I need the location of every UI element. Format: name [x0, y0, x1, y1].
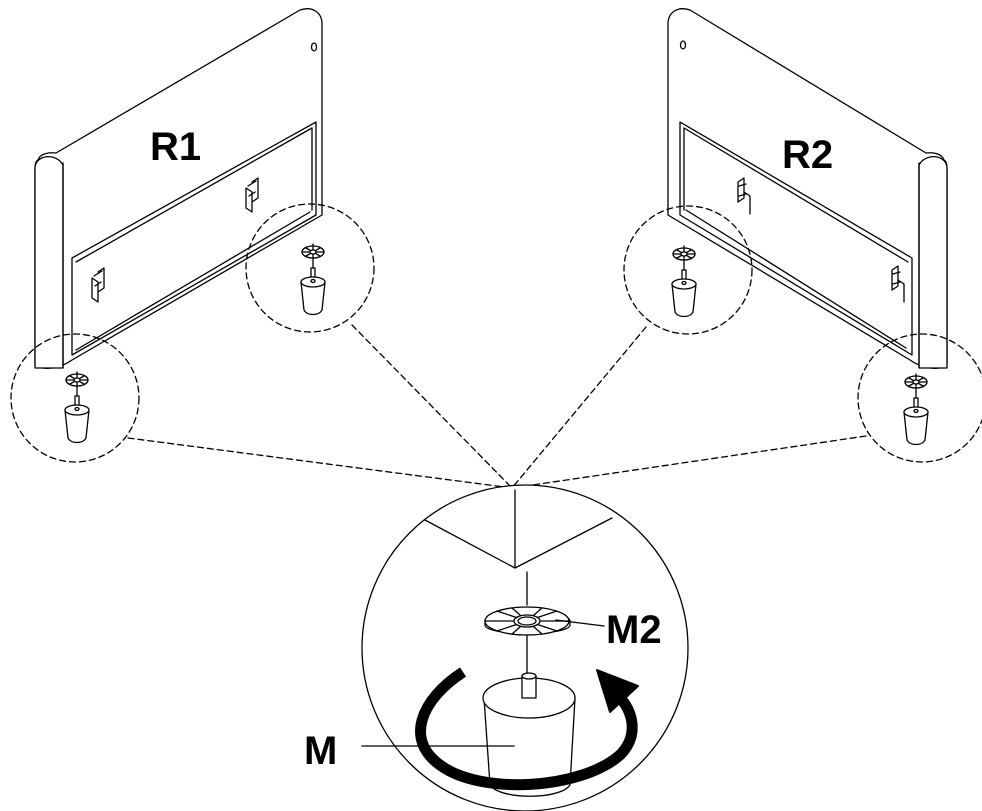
panel-r1-board — [71, 121, 317, 356]
mini-feet — [64, 243, 929, 446]
rotation-arrow-icon — [415, 667, 639, 791]
detail-callouts — [10, 203, 982, 489]
leader-line — [511, 326, 647, 489]
panel-r2-board-inner-top — [683, 127, 909, 263]
panel-r1-body — [34, 8, 323, 369]
detail-circle-r2-back — [623, 205, 753, 335]
label-m2: M2 — [606, 608, 662, 652]
mini-foot-assembly — [903, 373, 929, 446]
clip-icon — [737, 177, 751, 215]
enlarged-detail — [361, 484, 689, 811]
label-r1: R1 — [150, 125, 201, 169]
clip-icon — [245, 177, 259, 213]
detail-circle-r1-front — [10, 333, 140, 463]
label-r2: R2 — [782, 133, 833, 177]
detail-circle-r1-back — [245, 203, 375, 333]
leader-line — [127, 437, 513, 489]
washer-m2 — [484, 606, 571, 636]
label-m: M — [304, 729, 337, 773]
detail-circle-r2-front — [857, 333, 982, 463]
panel-r1-board-inner-top — [75, 127, 313, 263]
leader-line — [511, 435, 867, 489]
panel-r2-board-inner-bottom — [685, 209, 907, 349]
clip-icon — [91, 267, 105, 303]
panel-r2-board — [679, 121, 913, 356]
panel-r2-body — [667, 8, 948, 369]
clip-icon — [891, 265, 905, 303]
leader-m2 — [555, 619, 605, 627]
leader-line — [351, 324, 513, 489]
enlarged-detail-circle — [361, 484, 689, 811]
panel-r2 — [667, 8, 948, 369]
mini-foot-assembly — [671, 245, 697, 318]
panel-r2-hole — [679, 40, 687, 50]
mini-foot-assembly — [64, 371, 90, 444]
foot-m — [482, 672, 576, 797]
panel-r2-end — [918, 156, 948, 369]
mini-foot-assembly — [300, 243, 326, 316]
panel-r1 — [34, 8, 323, 369]
panel-r1-hole — [310, 42, 318, 52]
panel-r1-board-inner-bottom — [75, 211, 311, 351]
